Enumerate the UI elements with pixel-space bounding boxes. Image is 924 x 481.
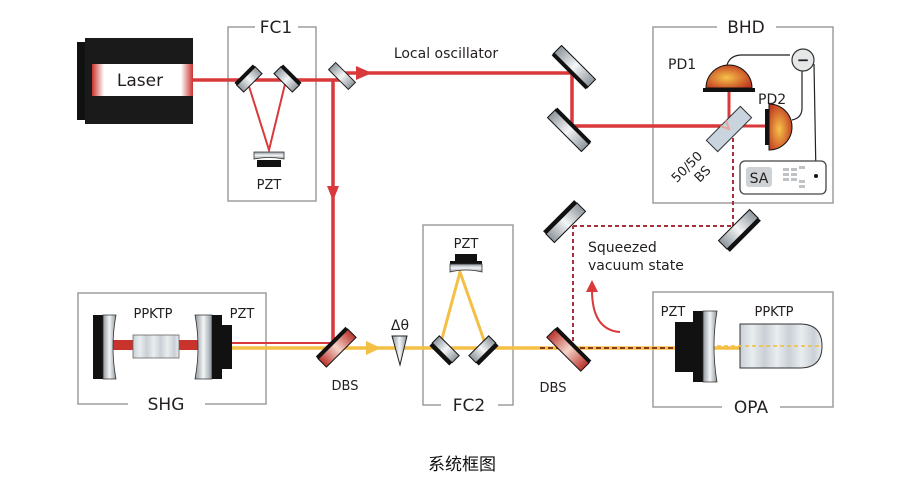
- bhd-label: BHD: [727, 18, 765, 38]
- fc1-mirror-right: [273, 64, 302, 93]
- dbs1-mirror: [315, 326, 357, 368]
- fc1-pzt-mirror: [253, 151, 285, 167]
- opa-box: [652, 291, 834, 408]
- subtractor-wiring: [726, 54, 817, 177]
- opa-mirror-pzt: [675, 310, 718, 383]
- local-oscillator-label: Local oscillator: [394, 46, 499, 62]
- pd1-detector: [703, 64, 755, 92]
- lo-mirror-top: [551, 44, 597, 90]
- spectrum-analyzer: SA: [739, 160, 827, 195]
- fc1-label: FC1: [260, 18, 292, 38]
- squeezed-label-2: vacuum state: [588, 258, 684, 274]
- fc1-box: [227, 26, 317, 202]
- minus-sign: −: [797, 51, 810, 69]
- fc2-pzt-mirror: [449, 254, 483, 273]
- dbs2-mirror: [546, 326, 592, 372]
- lo-arrow: [356, 66, 372, 80]
- delta-theta-label: Δθ: [391, 318, 409, 334]
- squeezed-label-1: Squeezed: [588, 240, 657, 256]
- shg-mirror-left: [93, 314, 117, 380]
- pd2-detector: [765, 103, 793, 151]
- fc1-pzt-label: PZT: [257, 178, 282, 193]
- opa-pzt-label: PZT: [661, 305, 686, 320]
- yellow-arrow: [366, 341, 381, 355]
- lo-mirror-bottom: [546, 107, 592, 153]
- figure-caption: 系统框图: [428, 455, 496, 475]
- laser-source: Laser: [77, 38, 193, 124]
- fc2-label: FC2: [453, 396, 485, 416]
- sv-mirror-right: [717, 208, 761, 252]
- fc2-mirror-left: [429, 335, 460, 366]
- down-arrow: [327, 186, 339, 201]
- sa-label: SA: [750, 171, 769, 187]
- shg-pzt-label: PZT: [230, 307, 255, 322]
- shg-label: SHG: [148, 395, 185, 415]
- phase-wedge: [391, 335, 408, 367]
- sv-mirror-left: [543, 200, 587, 244]
- shg-mirror-right-pzt: [194, 314, 232, 380]
- bhd-beam-splitter: [705, 105, 753, 153]
- pd2-label: PD2: [758, 92, 786, 108]
- dbs1-label: DBS: [332, 379, 359, 394]
- beam-splitter-lo: [327, 61, 357, 91]
- fc1-mirror-left: [234, 64, 263, 93]
- shg-ppktp-crystal: [132, 334, 180, 359]
- bs-label: 50/50 BS: [669, 149, 714, 186]
- shg-ppktp-label: PPKTP: [134, 307, 173, 322]
- laser-label: Laser: [117, 71, 163, 91]
- opa-ppktp-label: PPKTP: [755, 305, 794, 320]
- opa-label: OPA: [734, 398, 769, 418]
- fc2-box: [422, 224, 514, 406]
- dbs2-label: DBS: [540, 381, 567, 396]
- squeezed-arrow: [586, 280, 621, 333]
- shg-box: [77, 292, 267, 405]
- pd1-label: PD1: [668, 57, 696, 73]
- fc2-mirror-right: [468, 335, 499, 366]
- bhd-box: [652, 26, 834, 204]
- subtractor-icon: −: [791, 48, 815, 72]
- fc2-pzt-label: PZT: [454, 237, 479, 252]
